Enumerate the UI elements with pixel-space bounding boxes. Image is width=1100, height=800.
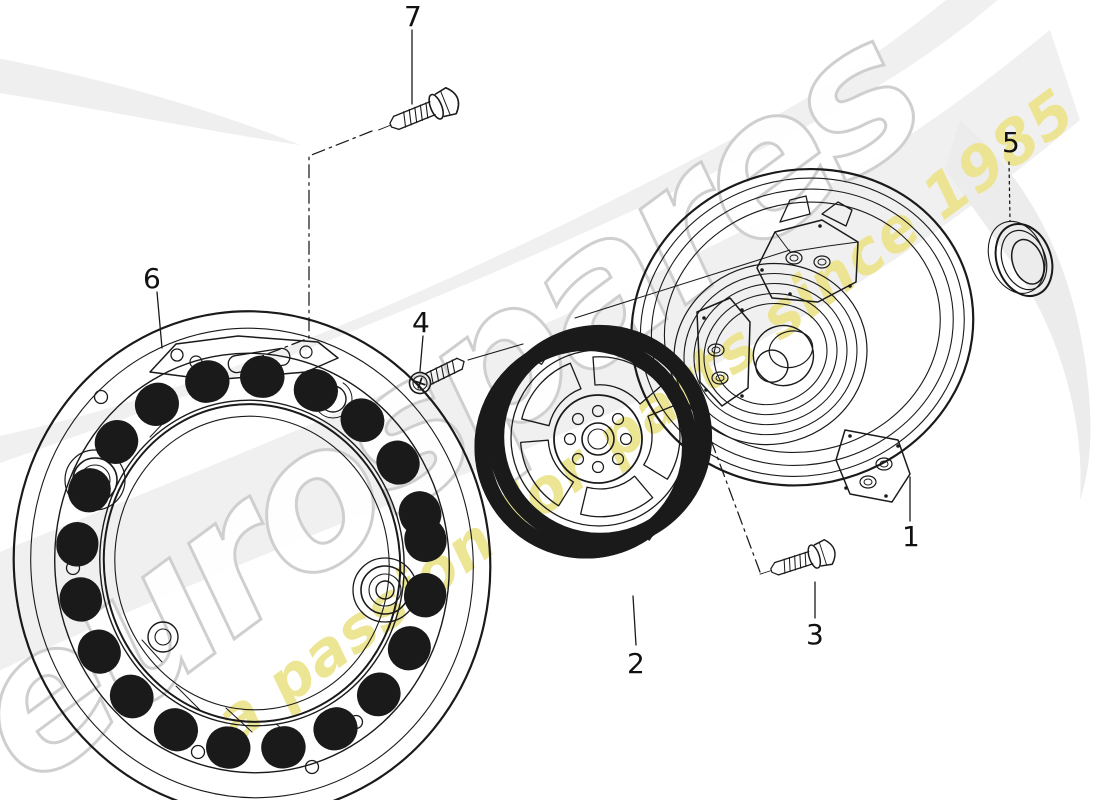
bolt-3-drawing [755,537,840,588]
housing-outer-flange [12,310,492,800]
callout-6[interactable]: 6 [143,262,163,349]
balance-clip [528,346,549,365]
housing-flange-bolt-holes [65,348,364,775]
housing-bore-lip [114,415,390,711]
callout-5[interactable]: 5 [1002,126,1020,222]
watermark-swoosh-tail [945,120,1091,500]
converter-pad-left [696,297,751,407]
callout-5-label[interactable]: 5 [1002,126,1020,159]
plate-hub [553,394,643,484]
watermark-swoosh-corner [0,58,300,145]
callout-6-label[interactable]: 6 [143,262,161,295]
converter-pad-top [756,195,859,303]
housing-web-outer [54,352,450,774]
housing-flange-inner-edge [30,327,474,799]
seal-ring-drawing [987,220,1054,297]
callout-2-label[interactable]: 2 [627,647,645,680]
callout-3[interactable]: 3 [806,581,824,651]
watermark-swoosh-upper [0,0,998,464]
callout-7[interactable]: 7 [404,0,422,105]
housing-bore [102,403,402,723]
ring-gear-tip-rim [487,324,713,550]
torque-converter-drawing [574,167,975,503]
converter-face-rings [673,262,868,446]
housing-bearing-boss-right [352,557,418,623]
housing-top-detail [313,379,353,419]
callout-4[interactable]: 4 [412,306,430,372]
bell-housing-drawing [12,310,492,800]
callout-2-leader [632,595,637,646]
callout-6-leader [156,291,163,349]
bolt-7-alignment-line [261,130,373,357]
bolt-3-alignment-line [707,431,761,573]
housing-bearing-boss-left [64,449,126,511]
callout-4-leader [419,335,424,372]
bolt-4-drawing [408,357,465,395]
callout-1-label[interactable]: 1 [902,520,920,553]
converter-shell-outer [630,167,975,487]
bolt-4-leader-line [467,343,524,361]
callout-2[interactable]: 2 [627,595,645,680]
bolt-7-drawing [372,84,464,144]
ring-gear-back-teeth [474,335,698,559]
callout-7-label[interactable]: 7 [404,0,422,33]
housing-lower-boss [147,621,179,653]
housing-hatch-marks [141,415,305,747]
housing-web-inner [99,399,405,727]
alignment-lines [261,130,761,573]
converter-reference-line [574,249,791,319]
housing-top-flange [149,335,339,381]
callout-4-label[interactable]: 4 [412,306,430,339]
callout-3-label[interactable]: 3 [806,618,824,651]
ring-gear-root-rim [502,339,698,535]
converter-hub [752,324,815,387]
hub-bolt-holes [563,404,633,474]
housing-radial-ribs [55,355,449,771]
converter-pad-bottom-right [835,429,911,503]
callout-1[interactable]: 1 [902,476,920,553]
balance-clip [639,520,658,541]
